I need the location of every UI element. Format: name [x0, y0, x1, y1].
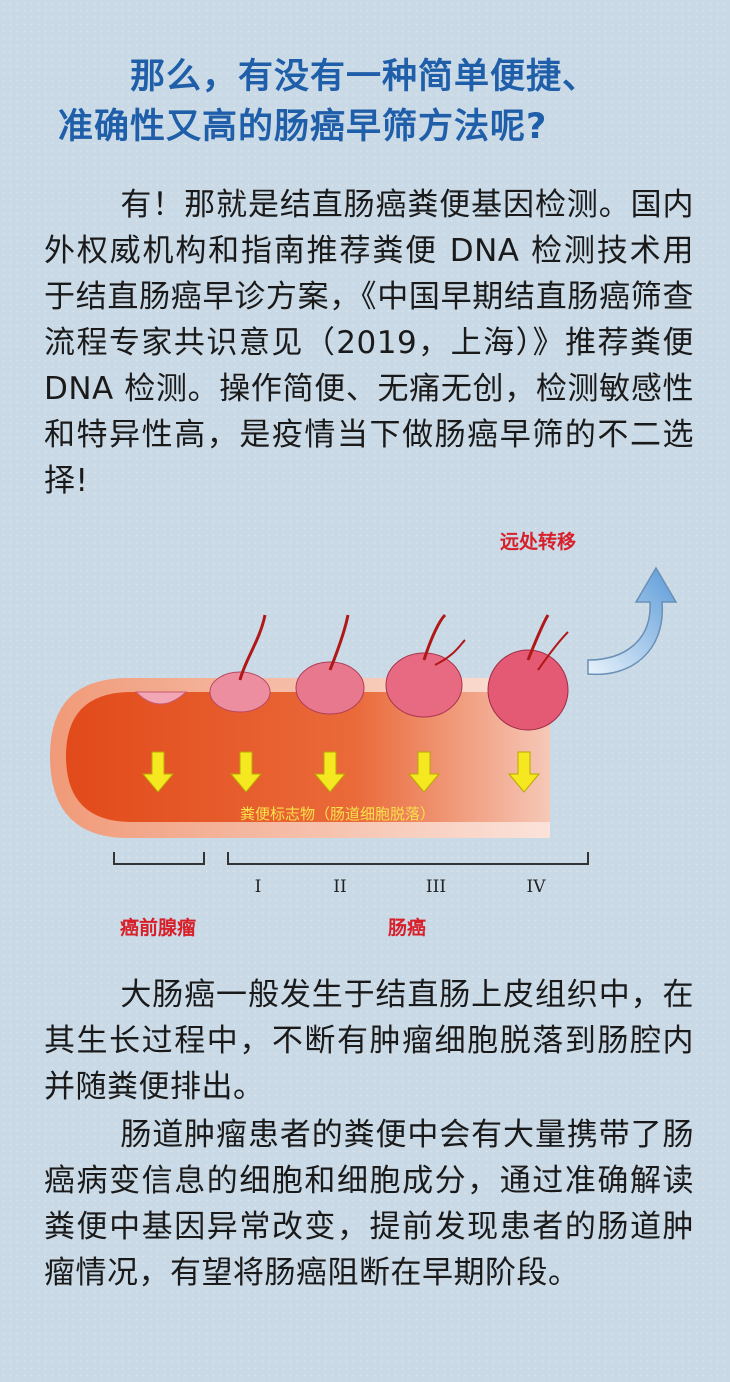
intro-paragraph-text: 有！那就是结直肠癌粪便基因检测。国内外权威机构和指南推荐粪便 DNA 检测技术用…	[44, 187, 694, 499]
intro-paragraph: 有！那就是结直肠癌粪便基因检测。国内外权威机构和指南推荐粪便 DNA 检测技术用…	[44, 182, 694, 504]
tumor-stage-3	[385, 652, 463, 718]
cancer-bracket	[227, 852, 589, 865]
colorectal-cancer-progression-diagram: 远处转移 粪便标志物（肠道细胞脱落） I	[50, 530, 678, 939]
tumor-stages	[134, 613, 569, 731]
down-arrow-icon	[141, 751, 175, 793]
tumor-stage-4	[487, 649, 569, 731]
precancer-label: 癌前腺瘤	[120, 916, 196, 939]
paragraph-2-text: 大肠癌一般发生于结直肠上皮组织中，在其生长过程中，不断有肿瘤细胞脱落到肠腔内并随…	[44, 977, 694, 1105]
down-arrow-icon	[229, 751, 263, 793]
paragraph-3-text: 肠道肿瘤患者的粪便中会有大量携带了肠癌病变信息的细胞和细胞成分，通过准确解读粪便…	[44, 1117, 694, 1291]
metastasis-label: 远处转移	[500, 530, 576, 553]
stage-labels: I II III IV	[255, 877, 547, 897]
adenoma-polyp	[134, 691, 188, 705]
precancer-bracket	[113, 852, 205, 865]
tumor-stage-2	[295, 661, 365, 715]
down-arrow-icon	[313, 751, 347, 793]
stool-marker-label: 粪便标志物（肠道细胞脱落）	[240, 805, 435, 823]
heading-line-2: 准确性又高的肠癌早筛方法呢?	[58, 107, 548, 147]
marker-arrows	[141, 751, 541, 793]
heading-line-1: 那么，有没有一种简单便捷、	[130, 57, 599, 97]
metastasis-arrow-icon	[587, 566, 678, 676]
tumor-stage-1	[209, 671, 271, 713]
cancer-label: 肠癌	[388, 916, 426, 939]
down-arrow-icon	[407, 751, 441, 793]
stage-brackets	[113, 852, 589, 865]
stage-label-2: II	[333, 877, 346, 897]
stage-label-3: III	[426, 877, 446, 897]
blood-vessels	[238, 613, 569, 681]
intestine-lumen	[66, 692, 550, 822]
stage-label-1: I	[255, 877, 262, 897]
down-arrow-icon	[507, 751, 541, 793]
stage-label-4: IV	[527, 877, 547, 897]
page-heading: 那么，有没有一种简单便捷、 准确性又高的肠癌早筛方法呢?	[0, 52, 730, 152]
paragraph-3: 肠道肿瘤患者的粪便中会有大量携带了肠癌病变信息的细胞和细胞成分，通过准确解读粪便…	[44, 1112, 694, 1296]
paragraph-2: 大肠癌一般发生于结直肠上皮组织中，在其生长过程中，不断有肿瘤细胞脱落到肠腔内并随…	[44, 972, 694, 1110]
